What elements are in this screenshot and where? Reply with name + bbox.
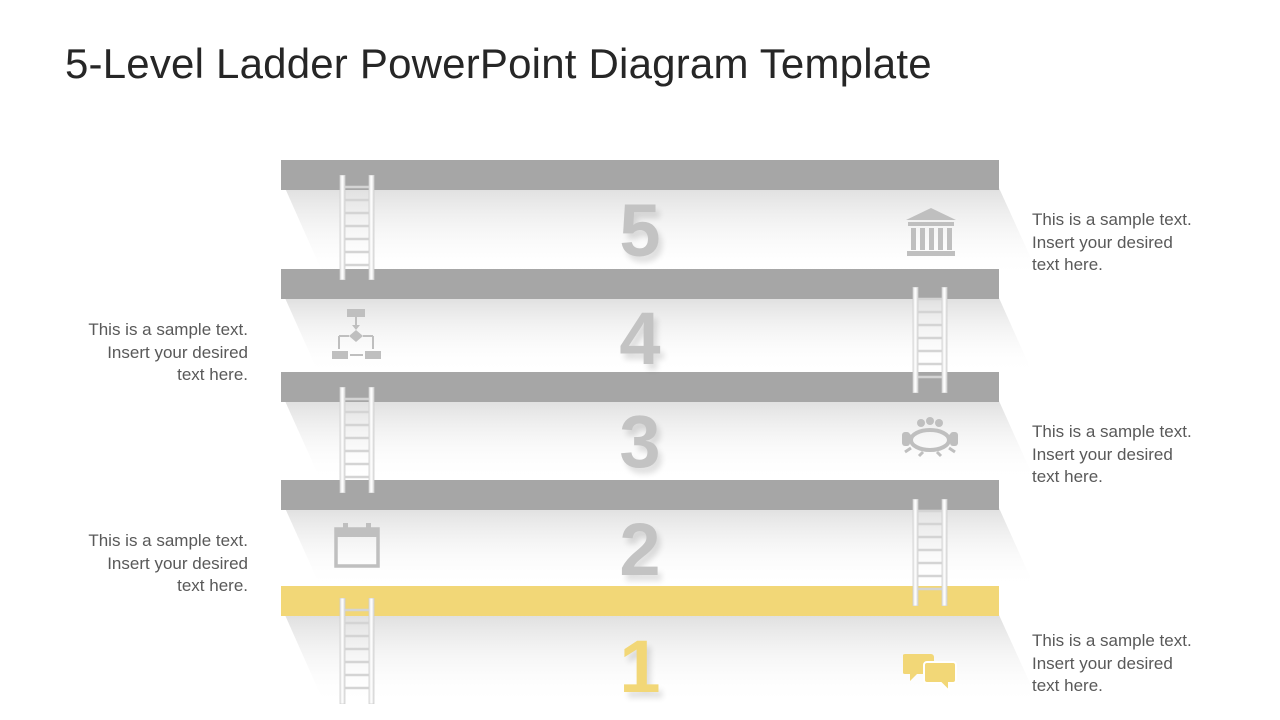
ladder-icon	[337, 387, 377, 493]
level-5-number: 5	[619, 189, 661, 272]
text-line: Insert your desired	[107, 342, 248, 362]
level-5-text: This is a sample text. Insert your desir…	[1032, 209, 1232, 277]
level-4-number: 4	[619, 297, 661, 380]
text-line: This is a sample text.	[1032, 210, 1192, 229]
ladder-icon	[337, 175, 377, 280]
flowchart-icon	[331, 307, 385, 361]
level-2-bar	[281, 480, 999, 510]
level-4-text: This is a sample text. Insert your desir…	[48, 319, 248, 387]
bar-shadow	[285, 508, 1040, 590]
text-line: text here.	[1032, 255, 1103, 274]
level-3-text: This is a sample text. Insert your desir…	[1032, 421, 1232, 489]
text-line: text here.	[177, 365, 248, 384]
meeting-table-icon	[901, 414, 958, 468]
text-line: text here.	[177, 576, 248, 595]
ladder-icon	[910, 287, 950, 393]
level-1-text: This is a sample text. Insert your desir…	[1032, 630, 1232, 698]
text-line: text here.	[1032, 467, 1103, 486]
text-line: This is a sample text.	[88, 320, 248, 339]
text-line: text here.	[1032, 676, 1103, 695]
level-2-number: 2	[619, 508, 661, 591]
level-5-bar	[281, 160, 999, 190]
level-3-bar	[281, 372, 999, 402]
ladder-icon	[910, 499, 950, 606]
text-line: Insert your desired	[1032, 232, 1173, 252]
text-line: This is a sample text.	[88, 531, 248, 550]
text-line: This is a sample text.	[1032, 422, 1192, 441]
text-line: This is a sample text.	[1032, 631, 1192, 650]
bank-icon	[904, 206, 958, 260]
bar-shadow	[285, 615, 1040, 705]
text-line: Insert your desired	[1032, 444, 1173, 464]
text-line: Insert your desired	[107, 553, 248, 573]
level-2-text: This is a sample text. Insert your desir…	[48, 530, 248, 598]
bar-shadow	[285, 401, 1040, 483]
page-title: 5-Level Ladder PowerPoint Diagram Templa…	[65, 40, 932, 87]
bar-shadow	[285, 188, 1040, 278]
bar-shadow	[285, 298, 1040, 380]
level-4-bar	[281, 269, 999, 299]
calendar-icon	[331, 520, 385, 574]
level-3-number: 3	[619, 400, 661, 483]
chat-bubbles-icon	[903, 650, 957, 704]
text-line: Insert your desired	[1032, 653, 1173, 673]
level-1-bar	[281, 586, 999, 616]
ladder-icon	[337, 598, 377, 704]
level-1-number: 1	[619, 625, 661, 708]
